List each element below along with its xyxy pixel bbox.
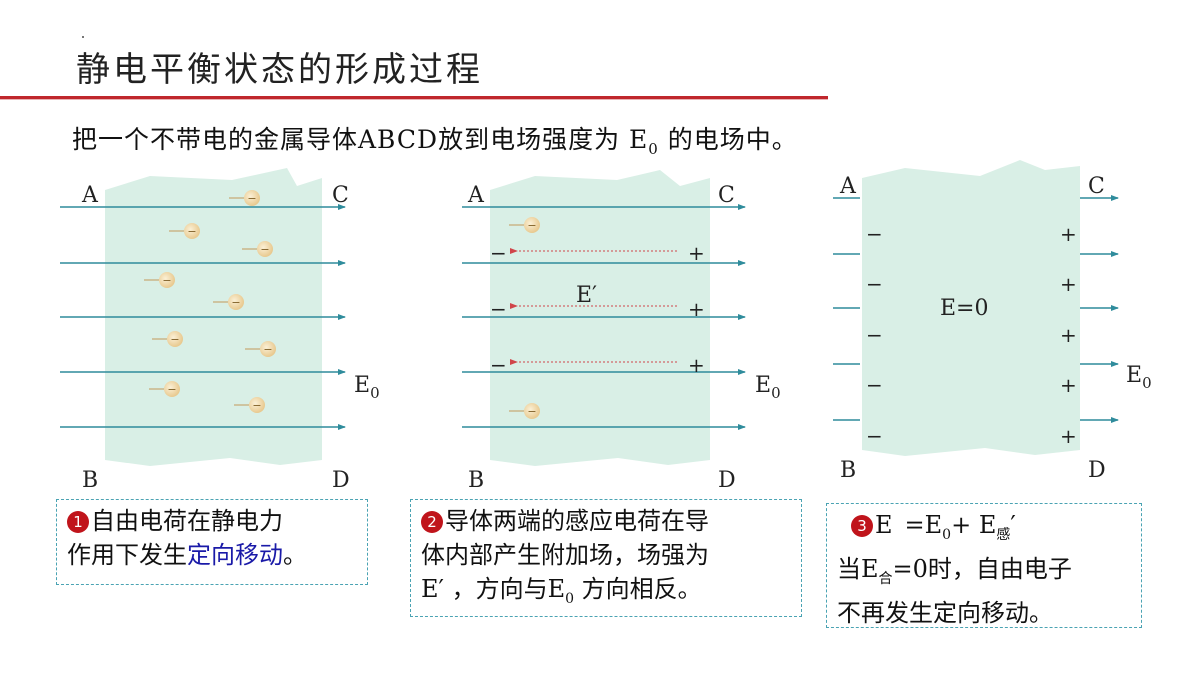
svg-text:−: − [247, 192, 256, 205]
intro-subscript: 0 [648, 140, 659, 158]
svg-text:−: − [231, 296, 240, 309]
electron: − [245, 341, 276, 357]
svg-text:−: − [252, 399, 261, 412]
positive-charge: + [1060, 222, 1077, 246]
svg-text:−: − [527, 219, 536, 232]
box3-eq-sub2: 感 [996, 527, 1011, 543]
induced-field-label: E′ [576, 283, 597, 308]
corner-label-b-2: B [468, 468, 484, 493]
svg-text:−: − [167, 383, 176, 396]
corner-label-d-1: D [332, 468, 350, 493]
field-lines-panel-3 [833, 195, 1119, 423]
title-underline-shadow [0, 99, 828, 100]
electrons-panel-1: − − − − − − − − − [144, 190, 276, 413]
negative-charge: − [866, 272, 883, 296]
field-label-3: E0 [1126, 363, 1152, 392]
negative-charge: − [866, 424, 883, 448]
box3-eq-d: ′ [1010, 511, 1016, 539]
field-label-2: E0 [755, 373, 781, 402]
corner-label-c-3: C [1088, 174, 1105, 199]
box3-eq-b: =E [904, 511, 943, 539]
intro-text: 把一个不带电的金属导体ABCD放到电场强度为 E0 的电场中。 [72, 120, 798, 158]
field-lines-panel-2 [462, 204, 746, 430]
corner-label-a-3: A [839, 174, 857, 199]
intro-tail: 的电场中。 [658, 125, 798, 154]
positive-charge: + [688, 353, 705, 377]
electron: − [234, 397, 265, 413]
conductor-panel-3 [862, 160, 1080, 456]
conductor-panel-2 [490, 170, 710, 466]
negative-charge: − [490, 353, 507, 377]
box1-highlight: 定向移动 [187, 541, 283, 569]
svg-text:−: − [162, 274, 171, 287]
zero-field-label: E=0 [940, 296, 989, 321]
corner-label-b-1: B [82, 468, 98, 493]
electrons-panel-2: − − [509, 217, 540, 419]
title-decoration-dot [82, 36, 84, 38]
field-lines-panel-1 [60, 204, 346, 430]
positive-charge: + [688, 241, 705, 265]
negative-charge: − [866, 222, 883, 246]
electron: − [229, 190, 260, 206]
box1-period: 。 [283, 541, 307, 569]
box3-line2a: 当E [837, 555, 879, 583]
step-number-2: 2 [421, 511, 443, 533]
electron: − [169, 223, 200, 239]
corner-label-d-2: D [718, 468, 736, 493]
step-number-1: 1 [67, 511, 89, 533]
positive-charge: + [1060, 373, 1077, 397]
box2-line3b: 方向相反。 [574, 575, 702, 603]
positive-charge: + [1060, 323, 1077, 347]
positive-charge: + [1060, 272, 1077, 296]
surface-charges-panel-3: − − − − − + + + + + [866, 222, 1077, 448]
negative-charge: − [490, 241, 507, 265]
svg-text:−: − [263, 343, 272, 356]
electron: − [144, 272, 175, 288]
negative-charge: − [490, 297, 507, 321]
corner-label-b-3: B [840, 458, 856, 483]
box1-line1: 自由电荷在静电力 [91, 507, 283, 535]
box1-line2: 作用下发生 [67, 541, 187, 569]
box3-line3: 不再发生定向移动。 [837, 599, 1053, 627]
corner-label-c-1: C [332, 183, 349, 208]
intro-main: 把一个不带电的金属导体ABCD放到电场强度为 E [72, 125, 649, 154]
svg-text:−: − [260, 243, 269, 256]
electron: − [242, 241, 273, 257]
box3-eq-c: + E [951, 511, 997, 539]
electron: − [213, 294, 244, 310]
title-underline [0, 96, 828, 99]
step-number-3: 3 [851, 515, 873, 537]
box2-line1: 导体两端的感应电荷在导 [445, 507, 709, 535]
induced-field-lines [510, 248, 677, 365]
positive-charge: + [1060, 424, 1077, 448]
page-title: 静电平衡状态的形成过程 [76, 50, 483, 90]
box3-eq-sub1: 0 [942, 527, 952, 543]
electron: − [509, 403, 540, 419]
box3-eq-a: E [875, 511, 893, 539]
negative-charge: − [866, 323, 883, 347]
induced-charges-panel-2: − − − + + + [490, 241, 705, 377]
corner-label-c-2: C [718, 183, 735, 208]
box2-line2: 体内部产生附加场，场强为 [421, 541, 709, 569]
box2-line3a: E′ ，方向与E [421, 575, 566, 603]
box3-line2-sub: 合 [878, 571, 893, 587]
field-label-1: E0 [354, 373, 380, 402]
electron: − [152, 331, 183, 347]
negative-charge: − [866, 373, 883, 397]
box3-line2b: =0时，自由电子 [892, 555, 1072, 583]
svg-text:−: − [170, 333, 179, 346]
positive-charge: + [688, 297, 705, 321]
svg-text:−: − [187, 225, 196, 238]
box2-line3-sub: 0 [565, 591, 575, 607]
corner-label-a-1: A [81, 183, 99, 208]
corner-label-a-2: A [467, 183, 485, 208]
electron: − [509, 217, 540, 233]
corner-label-d-3: D [1088, 458, 1106, 483]
electron: − [149, 381, 180, 397]
svg-text:−: − [527, 405, 536, 418]
